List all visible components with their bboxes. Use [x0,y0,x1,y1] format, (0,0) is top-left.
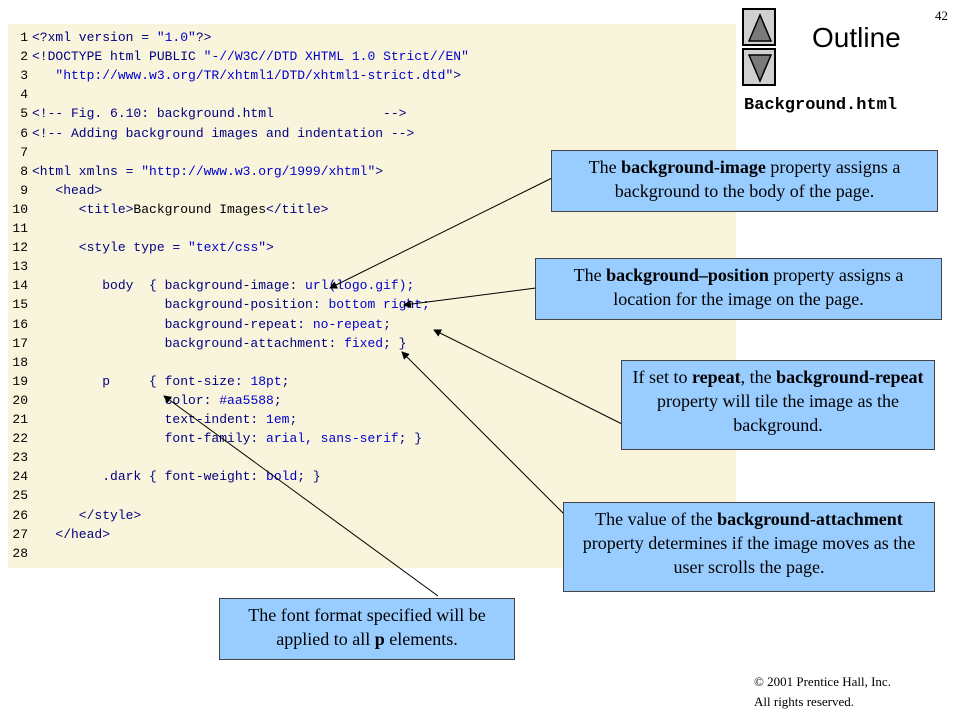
code-line: 13 [8,257,32,276]
code-text: <title>Background Images</title> [32,201,329,217]
code-text: background-attachment: fixed; } [32,335,407,351]
copyright-line-1: © 2001 Prentice Hall, Inc. [754,674,891,689]
code-text: </style> [32,507,142,523]
code-line: 23 [8,448,32,467]
down-arrow-icon [747,54,773,83]
code-line: 1 <?xml version = "1.0"?> [8,28,211,47]
line-number: 4 [20,87,28,103]
line-number: 18 [12,354,28,370]
line-number: 17 [12,335,28,351]
code-line: 28 [8,544,32,563]
line-number: 1 [20,30,28,45]
line-number: 3 [20,68,28,84]
code-line: 22 font-family: arial, sans-serif; } [8,429,422,448]
arrow-font-format [163,395,439,597]
code-line: 11 [8,219,32,238]
line-number: 25 [12,488,28,504]
line-number: 10 [12,201,28,217]
arrow-background-attachment [401,351,565,515]
code-line: 8<html xmlns = "http://www.w3.org/1999/x… [8,162,383,181]
code-text: <!-- Fig. 6.10: background.html --> [32,106,407,122]
code-line: 4 [8,85,32,104]
arrow-background-image [329,177,553,289]
code-text: p { font-size: 18pt; [32,373,290,389]
line-number: 11 [12,221,28,236]
code-text: <!-- Adding background images and indent… [32,125,415,141]
code-text: <!DOCTYPE html PUBLIC "-//W3C//DTD XHTML… [32,49,469,65]
file-name: Background.html [744,96,898,115]
line-number: 8 [20,163,28,179]
code-line: 26 </style> [8,506,141,525]
line-number: 26 [12,507,28,523]
callout-background-attachment: The value of the background-attachment p… [563,502,935,592]
code-line: 18 [8,353,32,372]
code-line: 12 <style type = "text/css"> [8,238,274,257]
line-number: 23 [12,450,28,466]
code-text: background-repeat: no-repeat; [32,316,391,332]
code-text: text-indent: 1em; [32,412,298,427]
up-arrow-icon [747,13,773,42]
line-number: 5 [20,106,28,122]
code-line: 2<!DOCTYPE html PUBLIC "-//W3C//DTD XHTM… [8,47,469,66]
line-number: 7 [20,144,28,160]
line-number: 9 [20,182,28,198]
line-number: 15 [12,297,28,313]
line-number: 22 [12,431,28,447]
line-number: 19 [12,373,28,389]
code-line: 16 background-repeat: no-repeat; [8,315,391,334]
code-line: 24 .dark { font-weight: bold; } [8,467,321,486]
previous-slide-button[interactable] [742,8,776,46]
code-text: <head> [32,182,103,198]
outline-title: Outline [812,22,901,53]
code-line: 19 p { font-size: 18pt; [8,372,289,391]
callout-background-image: The background-image property assigns a … [551,150,938,212]
line-number: 6 [20,125,28,141]
code-line: 10 <title>Background Images</title> [8,200,328,219]
line-number: 24 [12,469,28,485]
code-line: 6<!-- Adding background images and inden… [8,124,414,143]
callout-background-repeat: If set to repeat, the background-repeat … [621,360,935,450]
arrow-background-position [403,287,537,309]
line-number: 21 [12,412,28,427]
line-number: 2 [20,49,28,65]
code-line: 17 background-attachment: fixed; } [8,334,406,353]
code-line: 20 color: #aa5588; [8,391,282,410]
line-number: 28 [12,545,28,561]
code-line: 5<!-- Fig. 6.10: background.html --> [8,104,406,123]
code-line: 9 <head> [8,181,102,200]
code-line: 27 </head> [8,525,110,544]
next-slide-button[interactable] [742,48,776,86]
code-text: color: #aa5588; [32,392,282,408]
code-line: 25 [8,486,32,505]
line-number: 12 [12,240,28,256]
callout-background-position: The background–position property assigns… [535,258,942,320]
code-text: font-family: arial, sans-serif; } [32,431,423,447]
arrow-background-repeat [433,329,623,425]
code-text: "http://www.w3.org/TR/xhtml1/DTD/xhtml1-… [32,68,462,84]
line-number: 27 [12,526,28,542]
code-line: 21 text-indent: 1em; [8,410,297,429]
copyright-line-2: All rights reserved. [754,694,855,709]
code-line: 7 [8,143,32,162]
line-number: 16 [12,316,28,332]
code-text: </head> [32,526,111,542]
copyright: © 2001 Prentice Hall, Inc. All rights re… [754,672,891,712]
callout-font-format: The font format specified will be applie… [219,598,515,660]
code-line: 3 "http://www.w3.org/TR/xhtml1/DTD/xhtml… [8,66,461,85]
page-number: 42 [935,8,948,23]
code-text: <html xmlns = "http://www.w3.org/1999/xh… [32,163,384,179]
code-text: <style type = "text/css"> [32,240,274,256]
code-text: <?xml version = "1.0"?> [32,30,212,45]
line-number: 13 [12,259,28,275]
line-number: 20 [12,392,28,408]
line-number: 14 [12,278,28,294]
code-text: .dark { font-weight: bold; } [32,469,321,485]
